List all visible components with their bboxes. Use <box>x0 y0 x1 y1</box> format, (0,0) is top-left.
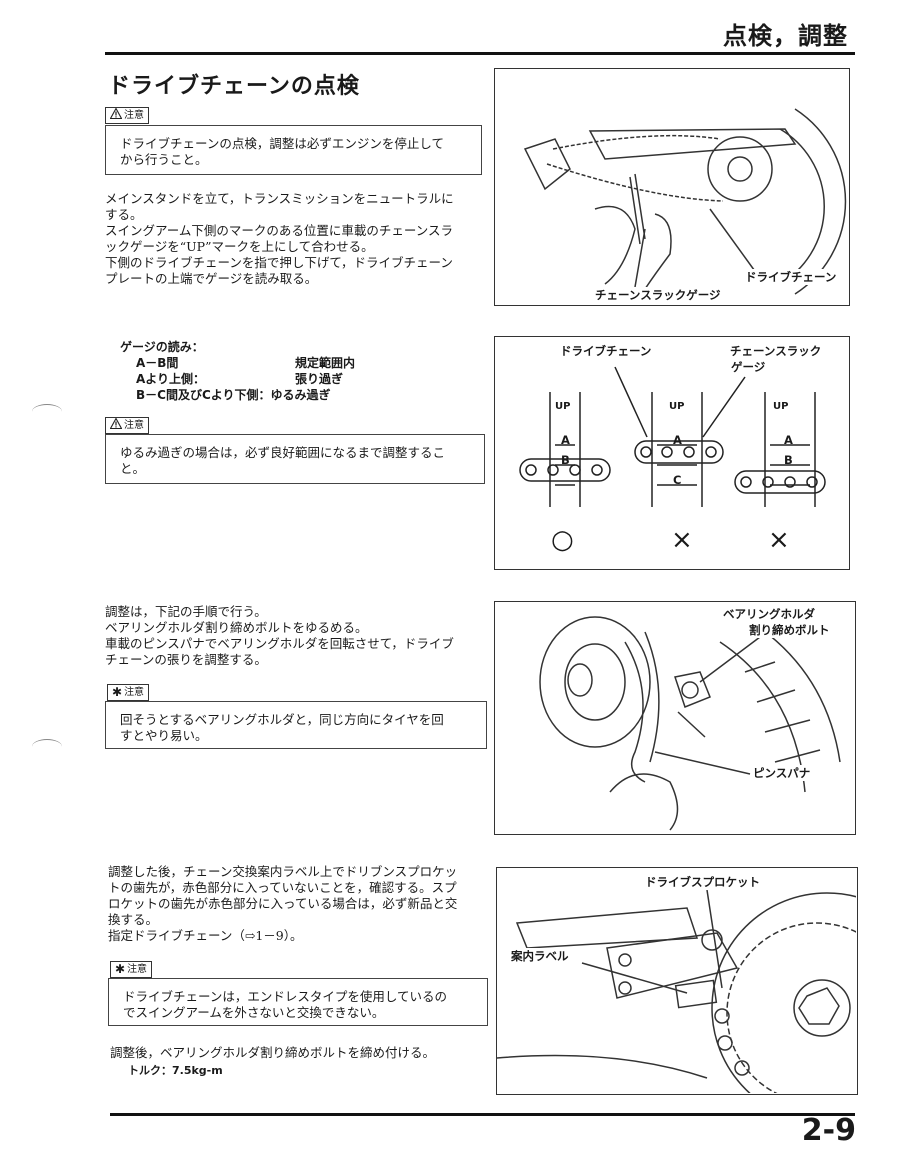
label-slack-gauge: チェーンスラック <box>730 343 822 359</box>
note-label: 注意 <box>124 687 145 698</box>
caution-line: と。 <box>120 461 146 476</box>
mark-a-1: A <box>561 433 570 447</box>
gauge-value: ゆるみ過ぎ <box>270 388 331 402</box>
gauge-key: A－B間 <box>136 356 179 370</box>
body-line: ロケットの歯先が赤色部分に入っている場合は，必ず新品と交 <box>108 896 458 911</box>
block3-body: 調整は，下記の手順で行う。 ベアリングホルダ割り締めボルトをゆるめる。 車載のピ… <box>105 604 454 668</box>
gauge-row: A－B間 規定範囲内 <box>120 355 355 371</box>
label-drive-chain: ドライブチェーン <box>745 269 837 285</box>
mark-b-1: B <box>561 453 570 467</box>
caution-label: 注意 <box>124 420 144 431</box>
block4-body: 調整した後，チェーン交換案内ラベル上でドリブンスプロケッ トの歯先が，赤色部分に… <box>108 864 457 944</box>
mark-a-3: A <box>784 433 793 447</box>
label-drive-chain: ドライブチェーン <box>560 343 652 359</box>
body-line: 調整した後，チェーン交換案内ラベル上でドリブンスプロケッ <box>108 864 458 879</box>
body-line: プレートの上端でゲージを読み取る。 <box>105 271 318 286</box>
result-ok-mark: ○ <box>551 525 574 555</box>
caution-badge: 注意 <box>105 416 149 434</box>
mark-c-2: C <box>673 473 682 487</box>
label-pin-spanner: ピンスパナ <box>753 765 811 781</box>
body-line: 車載のピンスパナでベアリングホルダを回転させて，ドライブ <box>105 636 454 651</box>
figure-bearing-holder: ベアリングホルダ 割り締めボルト ピンスパナ <box>494 601 856 835</box>
gauge-row: B－C間及びCより下側： ゆるみ過ぎ <box>120 387 355 403</box>
header-rule <box>105 52 855 55</box>
torque-spec: トルク：7.5kg-m <box>128 1064 223 1077</box>
sprocket-illustration <box>497 889 856 1093</box>
gauge-reading: ゲージの読み： A－B間 規定範囲内 Aより上側： 張り過ぎ B－C間及びCより… <box>120 339 355 403</box>
note-badge: ✱ 注意 <box>107 684 150 701</box>
note-box: ドライブチェーンは，エンドレスタイプを使用しているの でスイングアームを外さない… <box>108 978 488 1026</box>
up-label-1: UP <box>555 401 571 412</box>
body-line: チェーンの張りを調整する。 <box>105 652 267 667</box>
warning-triangle-icon <box>109 416 123 434</box>
figure-gauge-reading: ドライブチェーン チェーンスラック ゲージ UP UP UP A B A C A… <box>494 336 850 570</box>
label-drive-sprocket: ドライブスプロケット <box>645 874 760 890</box>
gauge-key: Aより上側： <box>136 372 206 386</box>
caution-line: ドライブチェーンの点検，調整は必ずエンジンを停止して <box>120 136 445 151</box>
result-ng-mark: × <box>671 525 693 555</box>
note-box: 回そうとするベアリングホルダと，同じ方向にタイヤを回 すとやり易い。 <box>105 701 487 749</box>
caution-line: から行うこと。 <box>120 152 208 167</box>
body-line: する。 <box>105 207 143 222</box>
caution-box: ドライブチェーンの点検，調整は必ずエンジンを停止して から行うこと。 <box>105 125 482 175</box>
figure-chain-inspection: ドライブチェーン チェーンスラックゲージ <box>494 68 850 306</box>
note-line: 回そうとするベアリングホルダと，同じ方向にタイヤを回 <box>120 712 444 727</box>
warning-triangle-icon <box>109 106 123 124</box>
body-line: 下側のドライブチェーンを指で押し下げて，ドライブチェーン <box>105 255 453 270</box>
margin-mark <box>32 404 62 419</box>
caution-badge: 注意 <box>105 106 149 124</box>
page-header-title: 点検，調整 <box>723 22 848 50</box>
body-line: 指定ドライブチェーン（⇨1－9）。 <box>108 928 303 943</box>
caution-label: 注意 <box>124 110 144 121</box>
margin-mark <box>32 739 62 754</box>
mark-a-2: A <box>673 433 682 447</box>
label-slack-gauge-2: ゲージ <box>731 359 766 375</box>
gauge-title: ゲージの読み： <box>120 340 204 354</box>
gauge-value: 張り過ぎ <box>295 372 344 386</box>
body-line: スイングアーム下側のマークのある位置に車載のチェーンスラ <box>105 223 454 238</box>
label-bearing-holder: ベアリングホルダ <box>723 606 815 622</box>
after-adjust-text: 調整後，ベアリングホルダ割り締めボルトを締め付ける。 <box>110 1045 436 1060</box>
body-line: 調整は，下記の手順で行う。 <box>105 604 267 619</box>
label-guide-label: 案内ラベル <box>511 948 569 964</box>
chain-inspection-illustration <box>523 108 847 295</box>
caution-line: ゆるみ過ぎの場合は，必ず良好範囲になるまで調整するこ <box>120 445 446 460</box>
section-title: ドライブチェーンの点検 <box>108 74 360 99</box>
gauge-value: 規定範囲内 <box>295 356 356 370</box>
gauge-key: B－C間及びCより下側： <box>136 388 271 402</box>
block1-body: メインスタンドを立て，トランスミッションをニュートラルに する。 スイングアーム… <box>105 191 454 287</box>
body-line: ックゲージを“UP”マークを上にして合わせる。 <box>105 239 374 254</box>
caution-box: ゆるみ過ぎの場合は，必ず良好範囲になるまで調整するこ と。 <box>105 434 485 484</box>
result-ng-mark: × <box>768 525 790 555</box>
note-line: ドライブチェーンは，エンドレスタイプを使用しているの <box>123 989 448 1004</box>
note-line: すとやり易い。 <box>120 728 208 743</box>
asterisk-icon: ✱ <box>115 962 126 976</box>
asterisk-icon: ✱ <box>112 685 123 699</box>
figure-sprocket-label: ドライブスプロケット 案内ラベル <box>496 867 858 1095</box>
note-line: でスイングアームを外さないと交換できない。 <box>123 1005 385 1020</box>
body-line: ベアリングホルダ割り締めボルトをゆるめる。 <box>105 620 368 635</box>
note-label: 注意 <box>127 964 148 975</box>
label-clamp-bolt: 割り締めボルト <box>749 622 830 638</box>
note-badge: ✱ 注意 <box>110 961 153 978</box>
gauge-row: Aより上側： 張り過ぎ <box>120 371 355 387</box>
gauge-diagram <box>519 366 826 507</box>
body-line: 換する。 <box>108 912 159 927</box>
up-label-2: UP <box>669 401 685 412</box>
mark-b-3: B <box>784 453 793 467</box>
label-slack-gauge: チェーンスラックゲージ <box>595 287 721 303</box>
up-label-3: UP <box>773 401 789 412</box>
body-line: トの歯先が，赤色部分に入っていないことを，確認する。スプ <box>108 880 457 895</box>
body-line: メインスタンドを立て，トランスミッションをニュートラルに <box>105 191 454 206</box>
footer-rule <box>110 1113 855 1116</box>
page-number: 2-9 <box>801 1113 856 1148</box>
